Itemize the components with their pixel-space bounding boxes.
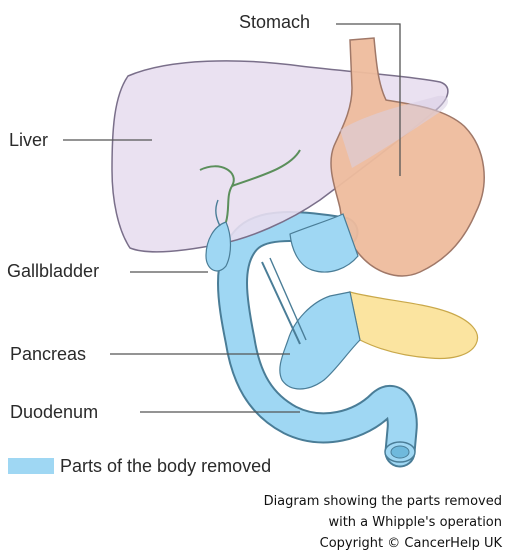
duodenum-label: Duodenum <box>10 403 98 421</box>
gallbladder-label: Gallbladder <box>7 262 99 280</box>
caption: Diagram showing the parts removed with a… <box>264 491 502 554</box>
stomach-label: Stomach <box>239 13 310 31</box>
liver-label: Liver <box>9 131 48 149</box>
caption-line: Diagram showing the parts removed <box>264 491 502 512</box>
legend-swatch <box>8 458 54 474</box>
pancreas-label: Pancreas <box>10 345 86 363</box>
legend-label: Parts of the body removed <box>60 457 271 475</box>
pancreas-tail <box>350 292 478 358</box>
copyright-line: Copyright © CancerHelp UK <box>264 533 502 554</box>
caption-line: with a Whipple's operation <box>264 512 502 533</box>
